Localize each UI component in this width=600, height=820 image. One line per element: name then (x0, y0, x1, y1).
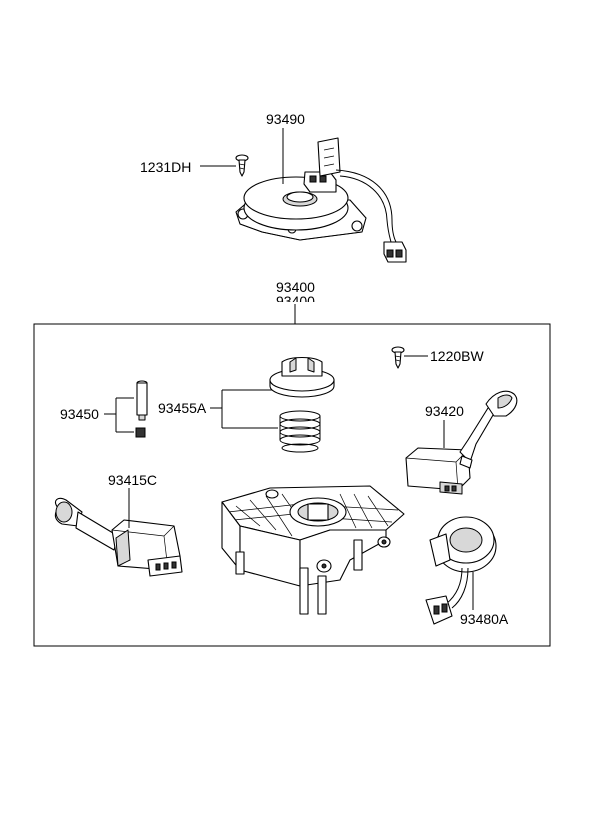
label-93415C: 93415C (108, 472, 157, 488)
label-1231DH: 1231DH (140, 159, 191, 175)
assembly-frame (33, 323, 551, 647)
sensor-ring-93480A (425, 516, 497, 625)
label-93420: 93420 (425, 403, 464, 419)
label-93455A: 93455A (158, 400, 207, 416)
leader-93455A (210, 389, 278, 429)
cam-spring-93455A (279, 410, 321, 453)
clock-spring-93490 (235, 137, 407, 263)
screw-1231DH (235, 154, 249, 177)
switch-body-bracket (221, 485, 405, 615)
pin-93450 (135, 380, 148, 438)
label-93400: 93400 (276, 279, 315, 295)
label-93490: 93490 (266, 111, 305, 127)
label-93480A: 93480A (460, 611, 509, 627)
svg-text:93400: 93400 (276, 293, 315, 309)
leader-93450 (104, 397, 134, 433)
label-93400-duplicate-clipped: 93400 (276, 293, 315, 309)
light-switch-93415C (54, 497, 183, 577)
cancel-cam-93455A (269, 356, 335, 398)
label-1220BW: 1220BW (430, 348, 484, 364)
screw-1220BW (391, 346, 405, 369)
wiper-switch-93420 (405, 390, 518, 495)
label-93450: 93450 (60, 406, 99, 422)
